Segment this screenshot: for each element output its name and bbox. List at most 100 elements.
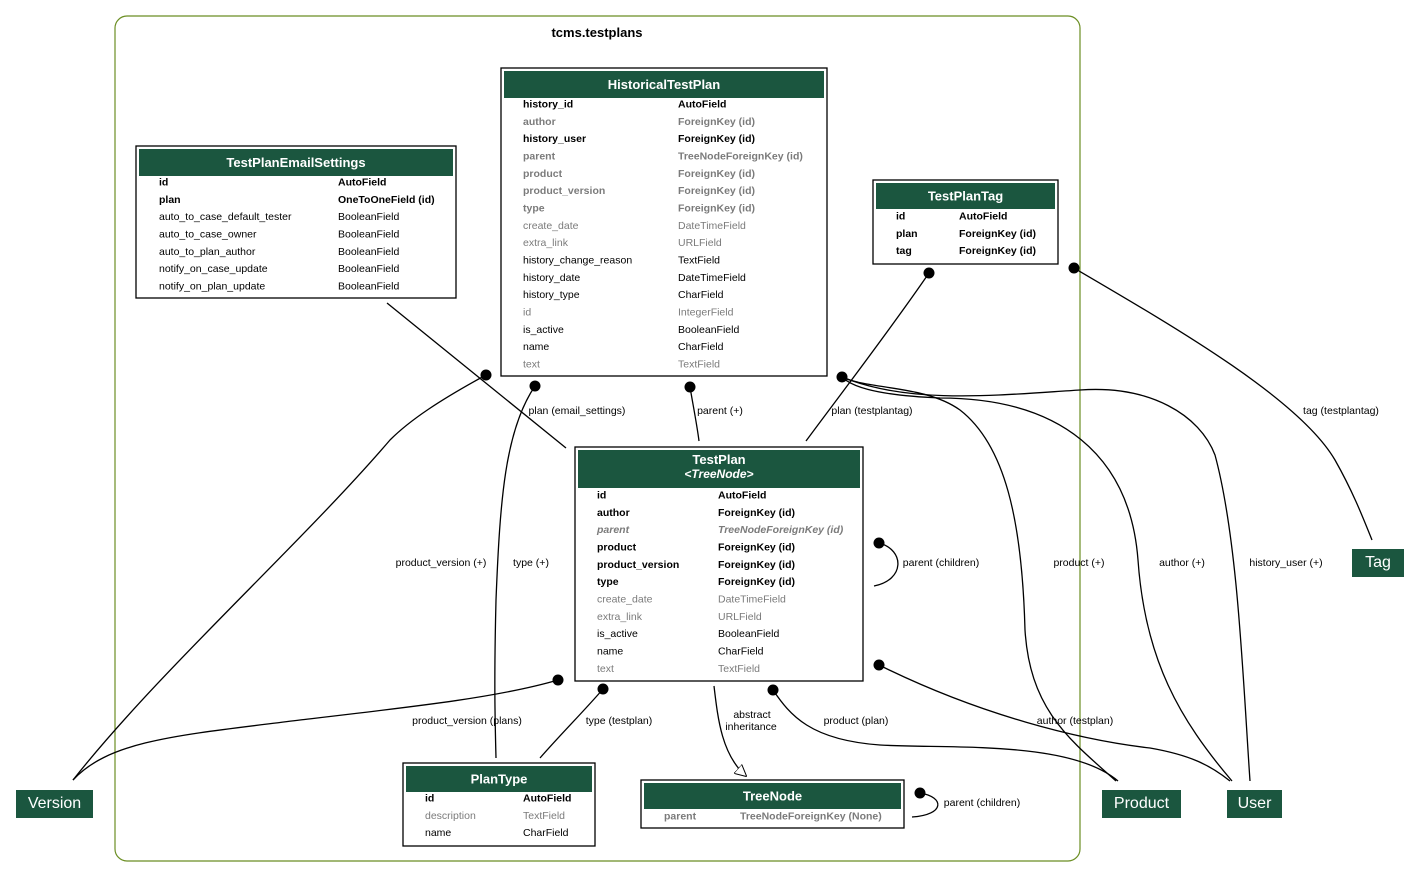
field-type: BooleanField (338, 246, 399, 258)
model-header (139, 149, 453, 176)
model-title: HistoricalTestPlan (608, 77, 721, 92)
edge-label: product_version (plans) (412, 715, 522, 727)
field-type: TextField (678, 358, 720, 370)
field-name: extra_link (597, 611, 643, 623)
model-title: TreeNode (743, 789, 802, 804)
field-type: ForeignKey (id) (678, 116, 755, 128)
field-row: tag ForeignKey (id) (896, 245, 1036, 257)
endpoint-dot (836, 371, 848, 383)
field-row: product ForeignKey (id) (523, 168, 755, 180)
endpoint-dot (873, 659, 885, 671)
field-name: notify_on_case_update (159, 263, 268, 275)
edge-label: product (plan) (824, 715, 889, 727)
edge-testplan-product (772, 689, 1119, 782)
field-type: ForeignKey (id) (718, 507, 795, 519)
endpoint-dot (1068, 262, 1080, 274)
field-name: auto_to_case_owner (159, 228, 257, 240)
field-name: product (523, 168, 563, 180)
edge-labels: plan (email_settings) parent (+) plan (t… (396, 405, 1379, 809)
field-type: DateTimeField (678, 220, 746, 232)
field-name: tag (896, 245, 912, 257)
user-box (1227, 790, 1282, 818)
edge-testplan-product-version (72, 679, 559, 781)
model-header (406, 766, 592, 792)
edge-historical-history-user (841, 376, 1251, 782)
field-name: parent (596, 524, 630, 536)
model-title: TestPlan (692, 452, 745, 467)
edge-testplan-author (878, 664, 1231, 782)
endpoint-dot (480, 369, 492, 381)
field-type: ForeignKey (id) (678, 133, 755, 145)
edge-endpoints (480, 262, 1080, 799)
field-name: is_active (523, 324, 564, 336)
field-name: parent (523, 150, 556, 162)
field-name: name (597, 645, 623, 657)
field-type: BooleanField (718, 628, 779, 640)
tag-label: Tag (1365, 554, 1391, 571)
external-model-tag[interactable]: Tag (1352, 549, 1404, 577)
user-label: User (1238, 795, 1272, 812)
model-subtitle: <TreeNode> (684, 467, 753, 481)
edge-label: parent (children) (944, 797, 1020, 809)
field-type: ForeignKey (id) (678, 185, 755, 197)
edge-historical-author (841, 376, 1233, 782)
external-model-product[interactable]: Product (1102, 790, 1181, 818)
edge-testplan-type (539, 688, 604, 759)
edge-label: parent (+) (697, 405, 743, 417)
model-title: PlanType (471, 772, 528, 787)
field-name: name (425, 827, 451, 839)
edge-label: product (+) (1053, 557, 1104, 569)
edge-label: parent (children) (903, 557, 979, 569)
field-type: ForeignKey (id) (959, 228, 1036, 240)
field-type: BooleanField (338, 263, 399, 275)
version-box (16, 790, 93, 818)
field-row: extra_link URLField (597, 611, 762, 623)
field-type: ForeignKey (id) (718, 559, 795, 571)
field-name: type (523, 202, 545, 214)
field-name: history_type (523, 289, 580, 301)
field-name: description (425, 810, 476, 822)
endpoint-dot (923, 267, 935, 279)
edge-label: type (+) (513, 557, 549, 569)
field-type: URLField (718, 611, 762, 623)
field-type: BooleanField (338, 211, 399, 223)
field-name: create_date (597, 593, 653, 605)
edge-label: product_version (+) (396, 557, 487, 569)
endpoint-dot (684, 381, 696, 393)
field-type: CharField (523, 827, 569, 839)
external-model-user[interactable]: User (1227, 790, 1282, 818)
field-name: id (896, 211, 905, 223)
field-name: id (425, 793, 434, 805)
field-type: ForeignKey (id) (959, 245, 1036, 257)
external-model-version[interactable]: Version (16, 790, 93, 818)
field-type: ForeignKey (id) (678, 168, 755, 180)
field-row: auto_to_plan_author BooleanField (159, 246, 399, 258)
field-type: TextField (678, 254, 720, 266)
field-type: OneToOneField (id) (338, 194, 435, 206)
field-name: notify_on_plan_update (159, 280, 265, 292)
field-name: auto_to_plan_author (159, 246, 256, 258)
edge-label: type (testplan) (586, 715, 653, 727)
